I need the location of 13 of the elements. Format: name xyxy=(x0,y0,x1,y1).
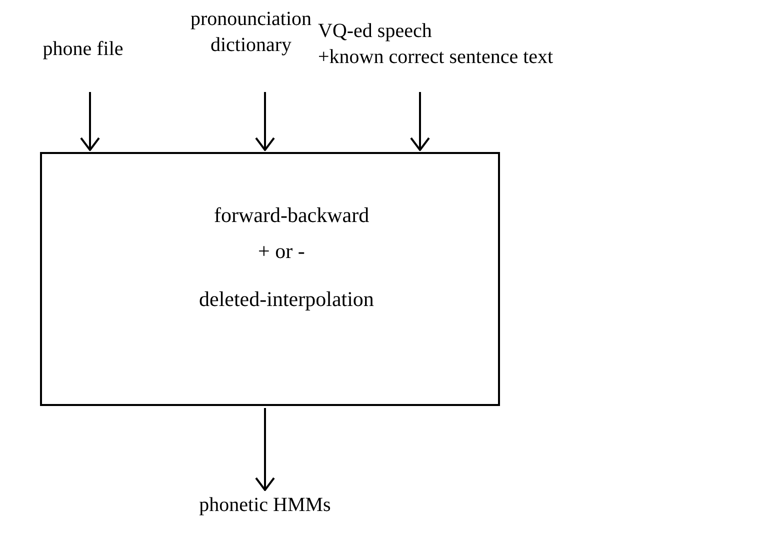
node-label: +known correct sentence text xyxy=(318,45,554,70)
node-label: phone file xyxy=(42,37,124,62)
arrow xyxy=(410,92,430,151)
node-label: pronounciation dictionary xyxy=(189,7,313,58)
process-box xyxy=(40,152,500,406)
node-label: deleted-interpolation xyxy=(199,286,374,312)
arrow xyxy=(80,92,100,151)
node-label: + or - xyxy=(258,238,305,264)
arrow xyxy=(255,408,275,491)
node-label: phonetic HMMs xyxy=(199,493,331,518)
node-label: forward-backward xyxy=(214,202,370,228)
node-label: VQ-ed speech xyxy=(318,19,432,44)
arrow xyxy=(255,92,275,151)
